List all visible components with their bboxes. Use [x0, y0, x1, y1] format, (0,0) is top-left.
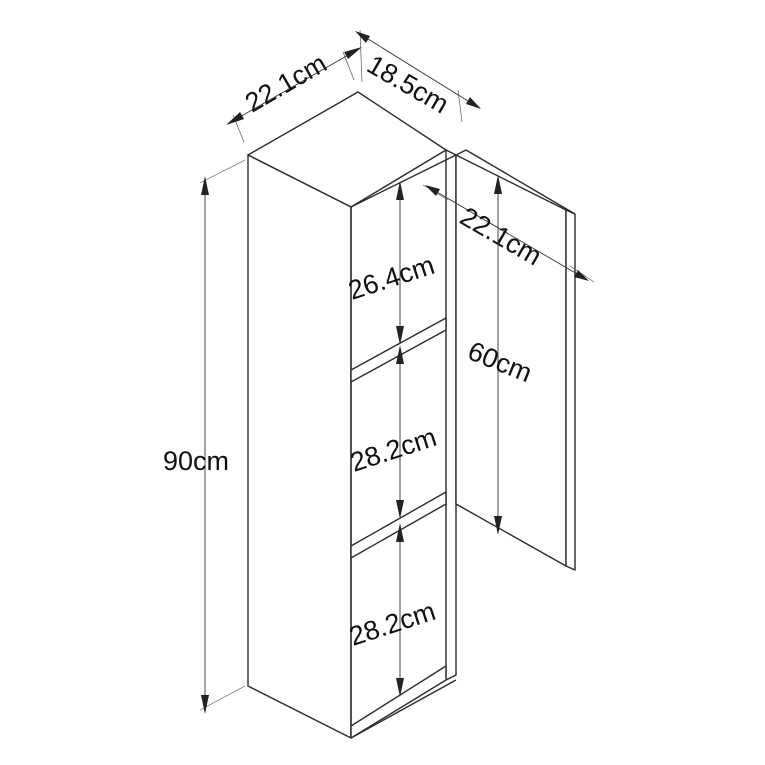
- dim-bottom-compartment: [396, 523, 404, 697]
- cabinet-door-edge: [565, 209, 576, 571]
- dim-cabinet-width: [226, 47, 362, 143]
- dim-middle-compartment: [396, 345, 404, 519]
- cabinet-door-top-edge: [455, 149, 467, 156]
- label-top-compartment: 26.4cm: [345, 250, 438, 306]
- label-total-height-visible: 90cm: [163, 446, 229, 476]
- shelf-bottom: [350, 665, 447, 739]
- shelf-upper: [350, 317, 447, 383]
- cabinet-left-panel: [247, 154, 352, 739]
- dim-top-compartment: [396, 181, 404, 345]
- dim-cabinet-depth: [355, 29, 481, 123]
- cabinet-door-top-back: [465, 149, 576, 215]
- label-middle-compartment: 28.2cm: [347, 422, 440, 478]
- dim-total-height: [199, 159, 246, 714]
- cabinet-front-bottom-edge: [350, 679, 457, 739]
- dim-door-width: [422, 184, 595, 283]
- label-cabinet-width: 22.1cm: [240, 48, 332, 118]
- cabinet-right-edge: [445, 149, 457, 681]
- label-bottom-compartment: 28.2cm: [346, 596, 439, 652]
- dim-door-height: [494, 175, 502, 535]
- cabinet-front-top-edge: [350, 154, 457, 208]
- shelf-middle: [350, 491, 447, 559]
